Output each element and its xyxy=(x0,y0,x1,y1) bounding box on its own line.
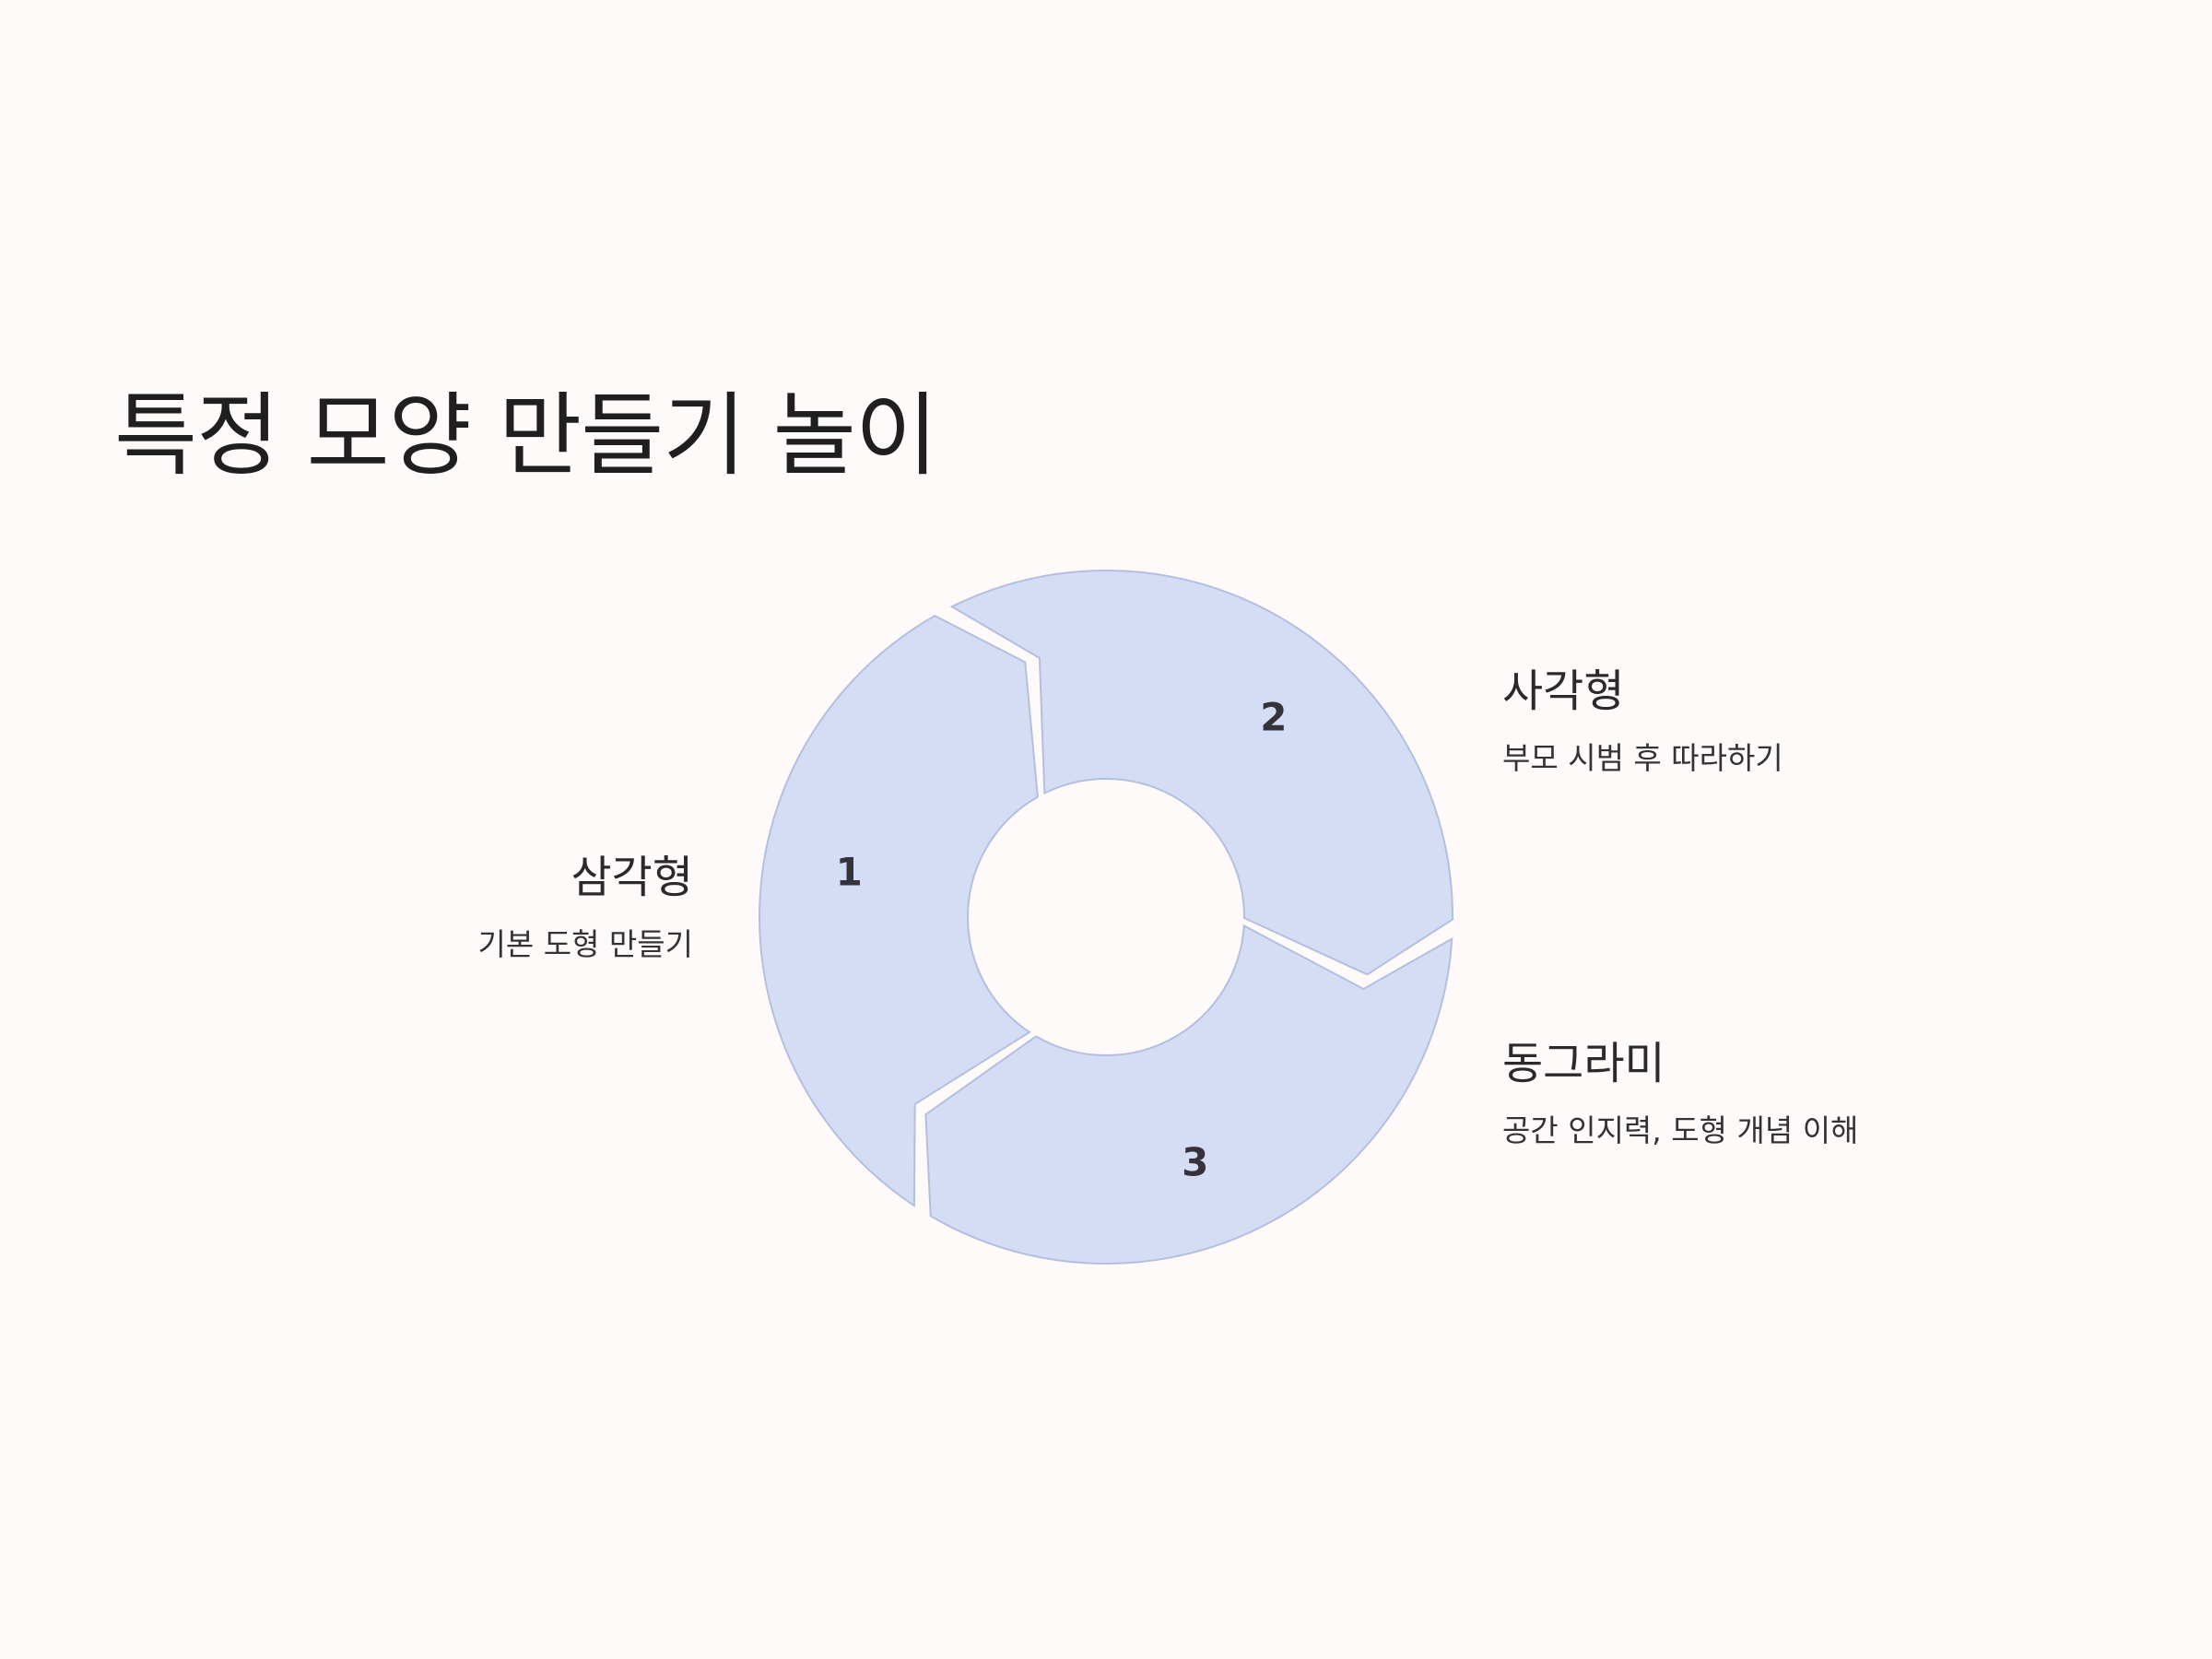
segment-3-number: 3 xyxy=(1182,1139,1208,1184)
label-segment-2: 사각형 부모 시범 후 따라하기 xyxy=(1502,669,1783,773)
cycle-segment-2 xyxy=(949,569,1454,976)
segment-2-title: 사각형 xyxy=(1502,665,1625,717)
segment-3-title: 동그라미 xyxy=(1502,1038,1665,1089)
segment-1-number: 1 xyxy=(836,849,863,894)
label-segment-1: 삼각형 기본 도형 만들기 xyxy=(478,855,694,959)
segment-3-description: 공간 인지력, 도형 개념 이해 xyxy=(1502,1112,1859,1148)
segment-2-number: 2 xyxy=(1260,695,1287,740)
cycle-segment-3 xyxy=(924,924,1453,1265)
segment-1-description: 기본 도형 만들기 xyxy=(477,926,694,962)
segment-2-description: 부모 시범 후 따라하기 xyxy=(1502,740,1783,776)
cycle-segment-1 xyxy=(759,614,1039,1208)
page-title: 특정 모양 만들기 놀이 xyxy=(114,383,938,488)
label-segment-3: 동그라미 공간 인지력, 도형 개념 이해 xyxy=(1502,1041,1858,1146)
segment-1-title: 삼각형 xyxy=(571,852,693,903)
